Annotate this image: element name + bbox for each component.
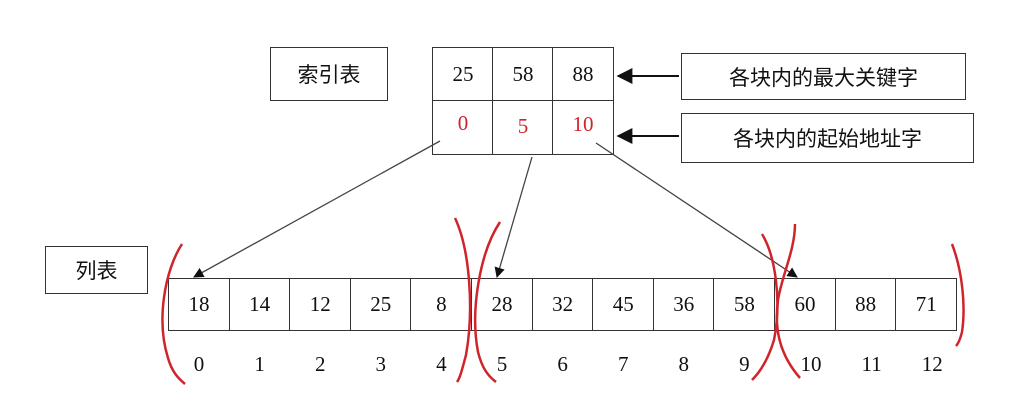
block-1-pointer-arrow xyxy=(494,156,533,278)
red-bracket-block0-close xyxy=(453,217,472,383)
index-max-key-cell: 88 xyxy=(552,47,614,102)
list-index-label: 9 xyxy=(739,352,750,376)
max-keys-annotation: 各块内的最大关键字 xyxy=(681,53,966,100)
list-cell: 58 xyxy=(713,278,776,331)
list-index-label: 1 xyxy=(254,352,265,376)
list-cell: 36 xyxy=(652,278,715,331)
red-bracket-left-open xyxy=(161,243,186,385)
list-index-label: 0 xyxy=(193,352,205,376)
list-index-label: 4 xyxy=(436,352,447,376)
block-0-pointer-arrow xyxy=(193,140,441,278)
index-max-key-cell: 58 xyxy=(492,47,554,102)
red-bracket-block1-close xyxy=(751,233,779,381)
list-cell: 32 xyxy=(531,278,594,331)
list-index-label: 7 xyxy=(617,352,629,376)
list-index-label: 6 xyxy=(557,352,568,376)
start-addr-annotation: 各块内的起始地址字 xyxy=(681,113,974,163)
block-2-pointer-arrow xyxy=(595,142,798,278)
list-index-label: 2 xyxy=(314,352,326,376)
list-cell: 45 xyxy=(592,278,655,331)
list-cell: 18 xyxy=(168,278,230,331)
list-index-label: 11 xyxy=(861,352,882,376)
list-cell: 12 xyxy=(289,278,352,331)
list-cell: 8 xyxy=(410,278,473,331)
list-cell: 71 xyxy=(895,278,958,331)
red-bracket-block1-open xyxy=(474,221,502,383)
list-index-label: 12 xyxy=(921,352,943,376)
red-bracket-block2-open xyxy=(775,223,801,379)
list-cell: 88 xyxy=(834,278,897,331)
index-table-label: 索引表 xyxy=(270,47,388,101)
list-index-label: 8 xyxy=(678,352,690,376)
list-index-label: 3 xyxy=(375,352,387,376)
list-index-label: 5 xyxy=(496,352,508,376)
list-cell: 14 xyxy=(228,278,291,331)
index-start-addr-cell: 10 xyxy=(552,100,614,155)
list-index-label: 10 xyxy=(800,352,822,376)
list-label: 列表 xyxy=(45,246,148,294)
list-cell: 60 xyxy=(774,278,836,331)
red-bracket-right-close xyxy=(950,243,965,347)
